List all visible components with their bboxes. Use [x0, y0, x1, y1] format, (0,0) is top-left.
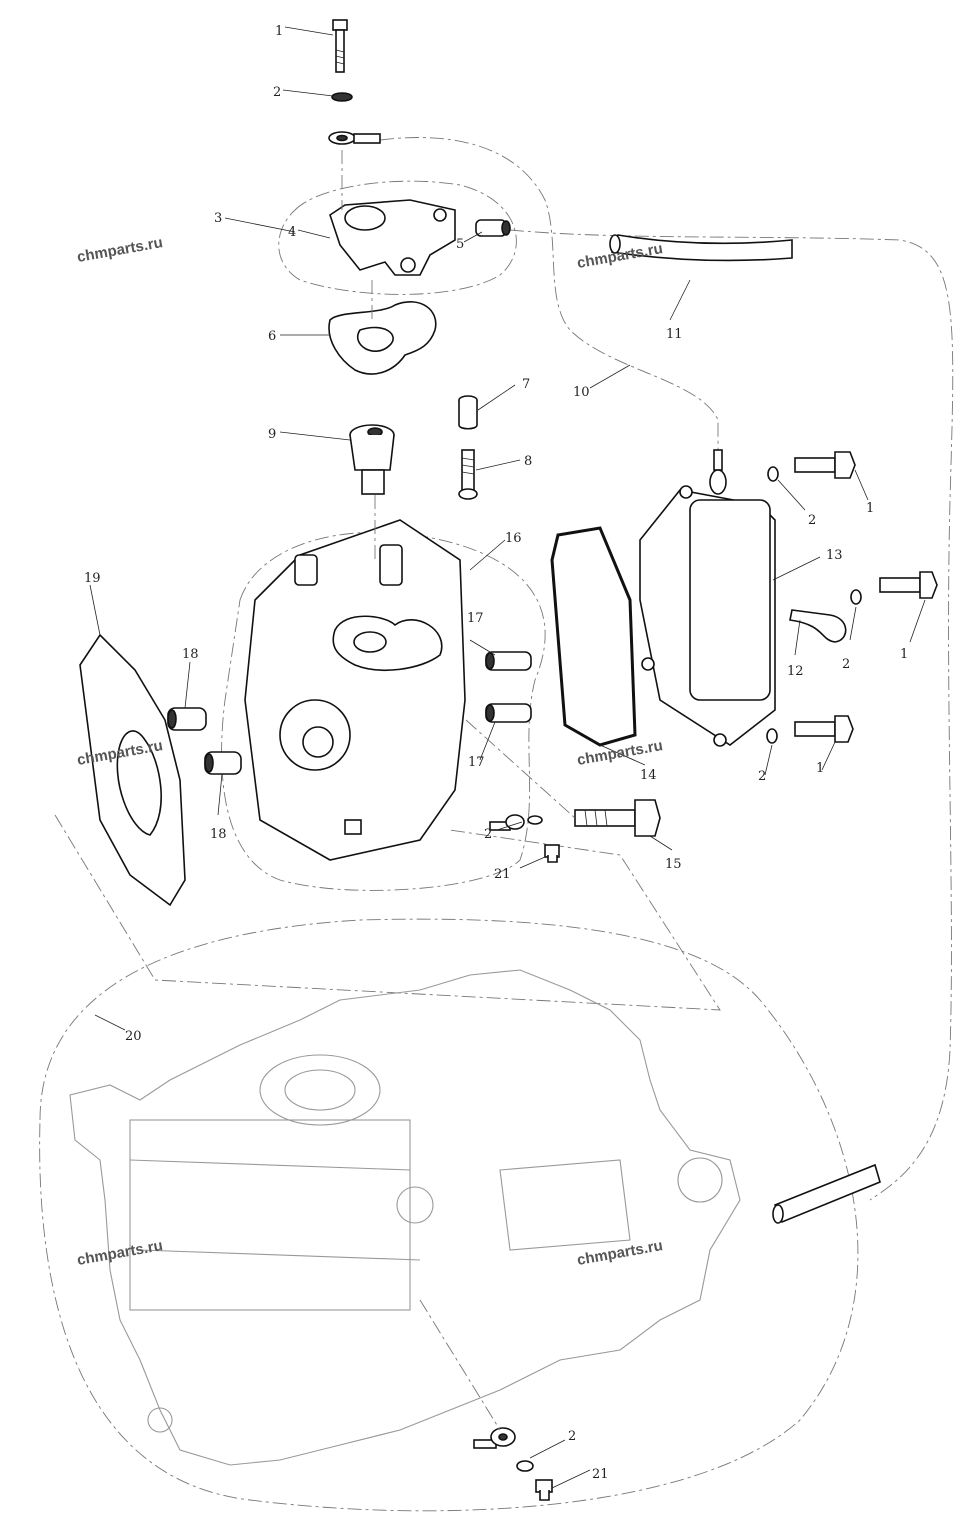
callout-1: 1 — [275, 24, 283, 39]
callout-17-lower: 17 — [468, 755, 485, 770]
gasket-14 — [550, 526, 637, 747]
crankcase-20 — [69, 969, 741, 1466]
gasket-19 — [79, 633, 186, 907]
callout-17-upper: 17 — [467, 611, 484, 626]
callout-21-bottom: 21 — [592, 1467, 609, 1482]
screw-8 — [458, 449, 478, 500]
callout-8: 8 — [524, 454, 532, 469]
bolt-15 — [574, 799, 661, 837]
callout-1-right-low: 1 — [816, 761, 824, 776]
sleeve-17-upper — [485, 651, 532, 671]
callout-9: 9 — [268, 427, 276, 442]
callout-2-right-top: 2 — [808, 513, 816, 528]
terminal-mid — [489, 814, 525, 831]
group-outline-20 — [39, 918, 859, 1512]
watermark-4: chmparts.ru — [576, 737, 664, 769]
fitting-5 — [475, 219, 511, 237]
callout-1-right-top: 1 — [866, 501, 874, 516]
screw-21-mid — [544, 844, 560, 863]
watermark-5: chmparts.ru — [76, 1237, 164, 1269]
clamp-12 — [789, 609, 847, 643]
ground-wire-path — [379, 137, 719, 450]
callout-16: 16 — [505, 531, 522, 546]
washer-2-bottom — [516, 1460, 534, 1472]
callout-21-mid: 21 — [494, 867, 511, 882]
axis-line-tub — [419, 1299, 501, 1431]
dowel-18-upper — [167, 707, 207, 731]
washer-2-right-mid — [850, 589, 862, 605]
sleeve-17-lower — [485, 703, 532, 723]
callout-7: 7 — [522, 377, 530, 392]
washer-2-right-top — [767, 466, 779, 482]
cylinder-head-cover — [639, 485, 776, 747]
callout-5: 5 — [456, 237, 464, 252]
callout-4: 4 — [288, 225, 296, 240]
callout-3: 3 — [214, 211, 222, 226]
gasket-6 — [328, 301, 437, 375]
callout-2-right-mid: 2 — [842, 657, 850, 672]
hose-bottom — [772, 1163, 881, 1224]
washer-2-mid — [527, 815, 543, 825]
terminal-top — [328, 131, 381, 145]
terminal-10 — [709, 449, 727, 495]
cylinder-head — [244, 519, 466, 861]
callout-13: 13 — [826, 548, 843, 563]
washer-top — [331, 92, 353, 102]
washer-2-right-low — [766, 728, 778, 744]
callout-11: 11 — [666, 327, 683, 342]
callout-2-bottom: 2 — [568, 1429, 576, 1444]
bolt-1-right-mid — [879, 571, 938, 599]
callout-15: 15 — [665, 857, 682, 872]
bolt-1-right-low — [794, 715, 854, 743]
dowel-18-lower — [204, 751, 242, 775]
watermark-1: chmparts.ru — [76, 234, 164, 266]
callout-18-lower: 18 — [210, 827, 227, 842]
sleeve-7 — [458, 395, 478, 430]
hose-path — [509, 229, 954, 1201]
bolt-top — [332, 19, 348, 73]
callout-6: 6 — [268, 329, 276, 344]
callout-18-upper: 18 — [182, 647, 199, 662]
callout-14: 14 — [640, 768, 657, 783]
callout-10: 10 — [573, 385, 590, 400]
gasket-19-guide — [54, 814, 721, 1011]
leader-lines — [89, 26, 926, 1489]
terminal-bottom — [473, 1427, 516, 1449]
callout-2: 2 — [273, 85, 281, 100]
bolt-1-right-top — [794, 451, 856, 479]
callout-2-right-low: 2 — [758, 769, 766, 784]
watermark-6: chmparts.ru — [576, 1237, 664, 1269]
callout-12: 12 — [787, 664, 804, 679]
group-outline-3 — [278, 180, 517, 295]
thermostat-9 — [349, 424, 395, 495]
hose-11 — [609, 234, 793, 262]
callout-19: 19 — [84, 571, 101, 586]
callout-20: 20 — [125, 1029, 142, 1044]
callout-2-mid: 2 — [484, 827, 492, 842]
thermostat-cover — [329, 199, 456, 276]
screw-21-bottom — [535, 1479, 553, 1501]
callout-1-right-mid: 1 — [900, 647, 908, 662]
